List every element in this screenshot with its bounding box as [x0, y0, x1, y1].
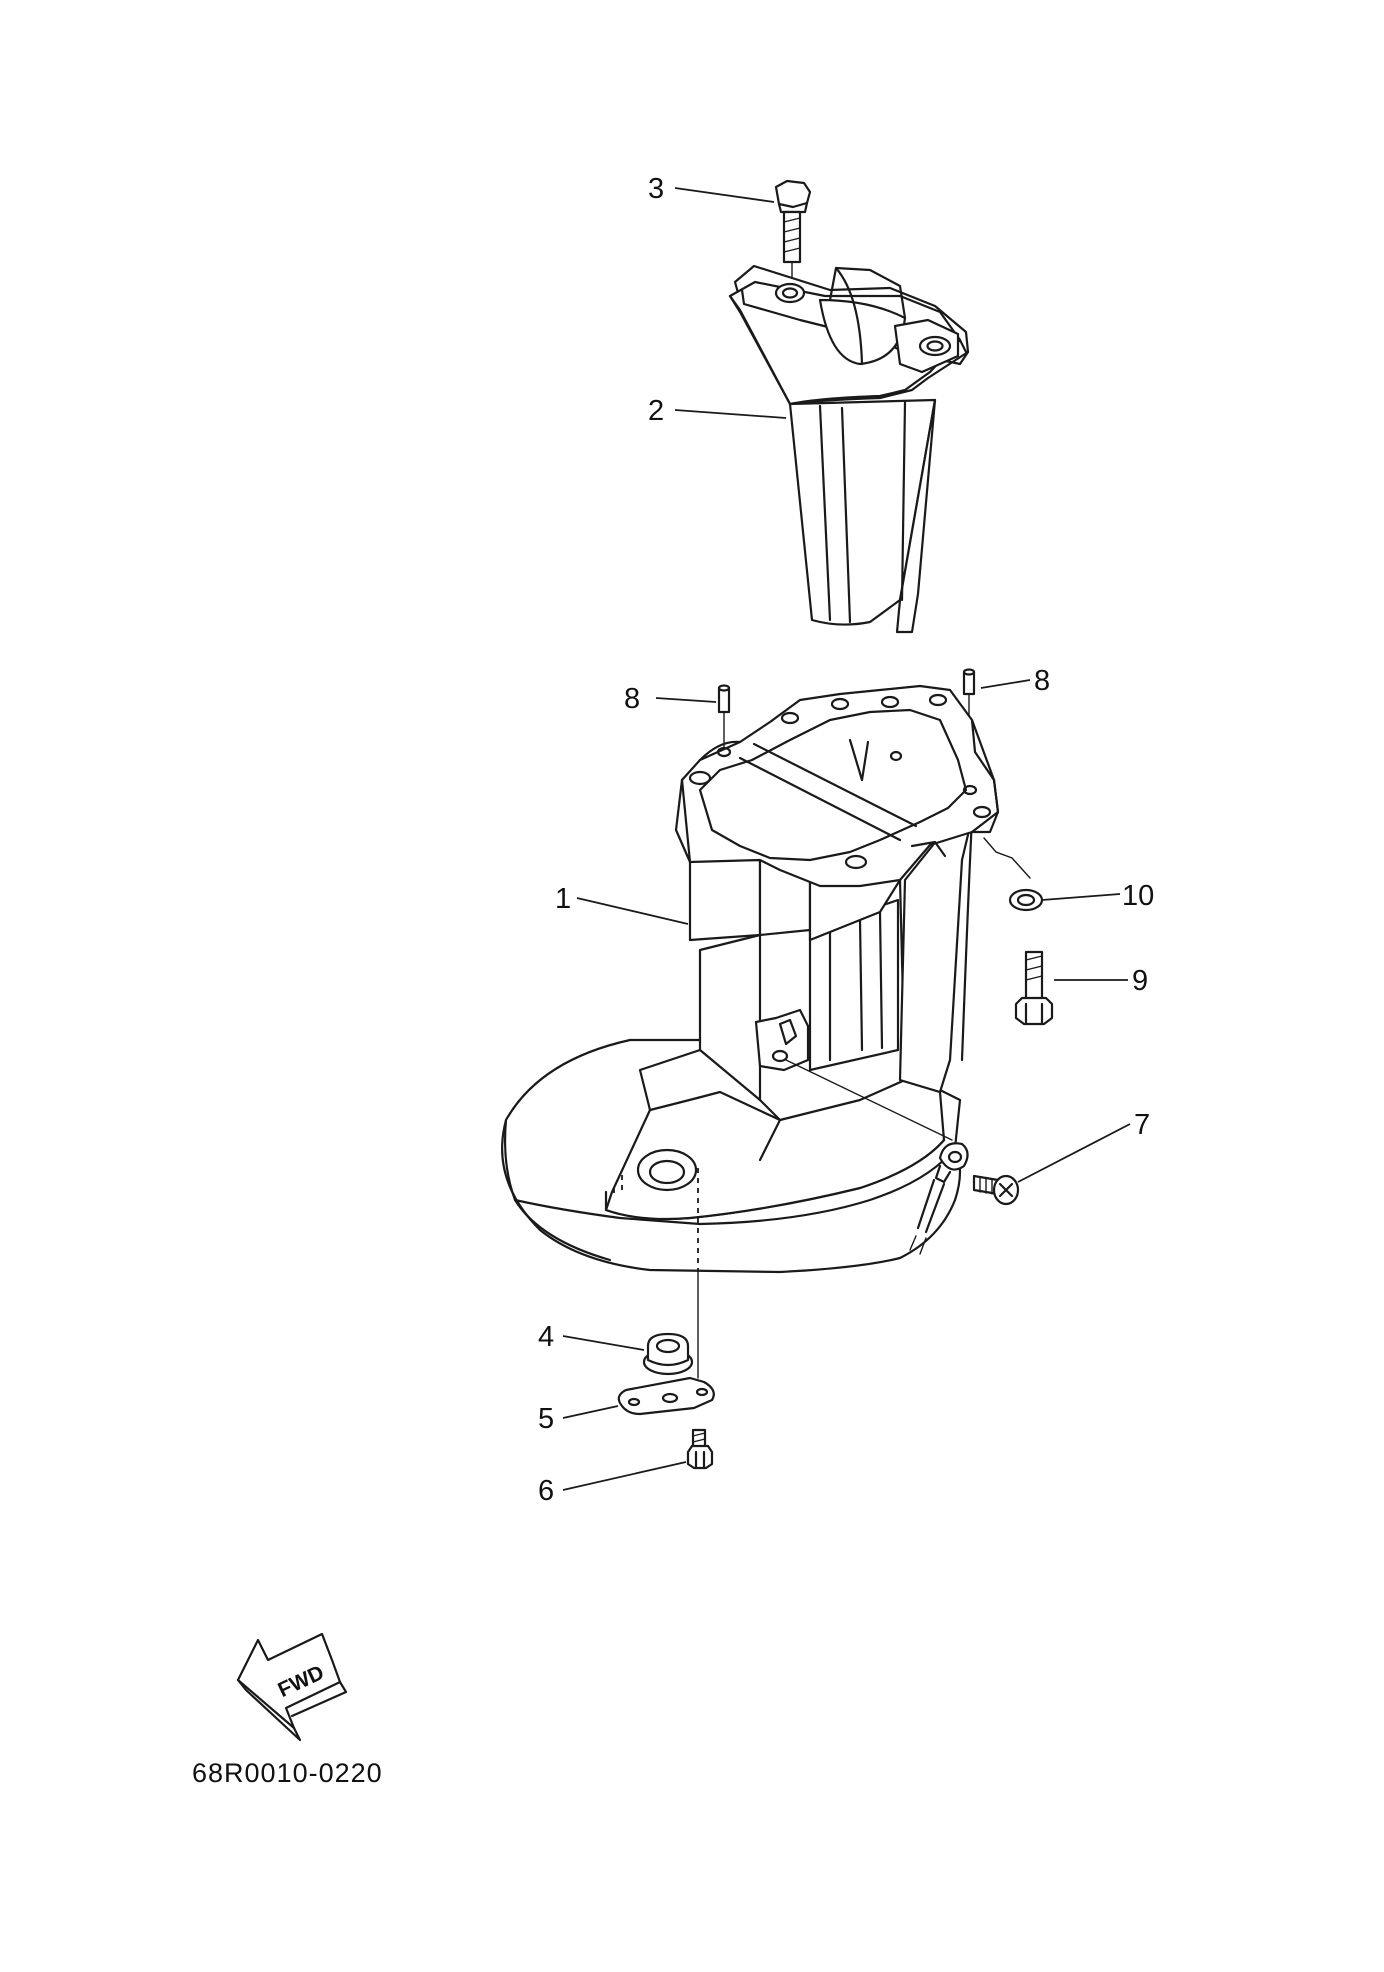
- part-4-grommet[interactable]: [642, 1332, 694, 1376]
- callout-7: 7: [1134, 1109, 1150, 1141]
- callout-4: 4: [538, 1321, 554, 1353]
- part-1-upper-casing[interactable]: [501, 684, 1000, 1274]
- part-8-dowel-pin-left[interactable]: [717, 684, 731, 714]
- diagram-code: 68R0010-0220: [192, 1758, 383, 1788]
- callout-10: 10: [1122, 880, 1154, 912]
- callout-2: 2: [648, 395, 664, 427]
- part-10-leader-link: [983, 837, 1031, 879]
- ground-lead: [909, 1142, 969, 1255]
- forward-direction-arrow: FWD: [236, 1632, 348, 1742]
- part-8-dowel-pin-right[interactable]: [962, 668, 976, 696]
- callout-1: 1: [555, 883, 571, 915]
- callout-5: 5: [538, 1403, 554, 1435]
- part-5-plate[interactable]: [617, 1376, 715, 1416]
- part-3-bolt[interactable]: [774, 179, 812, 264]
- callout-8-left: 8: [624, 683, 640, 715]
- callout-6: 6: [538, 1475, 554, 1507]
- hidden-edge: [613, 1175, 623, 1198]
- part-2-bracket[interactable]: [728, 264, 970, 634]
- callout-9: 9: [1132, 965, 1148, 997]
- callout-3: 3: [648, 173, 664, 205]
- leader-lines: [562, 187, 1131, 1491]
- part-6-bolt[interactable]: [686, 1428, 714, 1470]
- ground-wire-axis: [785, 1059, 953, 1141]
- part-10-washer[interactable]: [1008, 888, 1044, 912]
- callout-8-right: 8: [1034, 665, 1050, 697]
- part-9-bolt[interactable]: [1014, 950, 1054, 1026]
- part-7-screw[interactable]: [972, 1174, 1020, 1206]
